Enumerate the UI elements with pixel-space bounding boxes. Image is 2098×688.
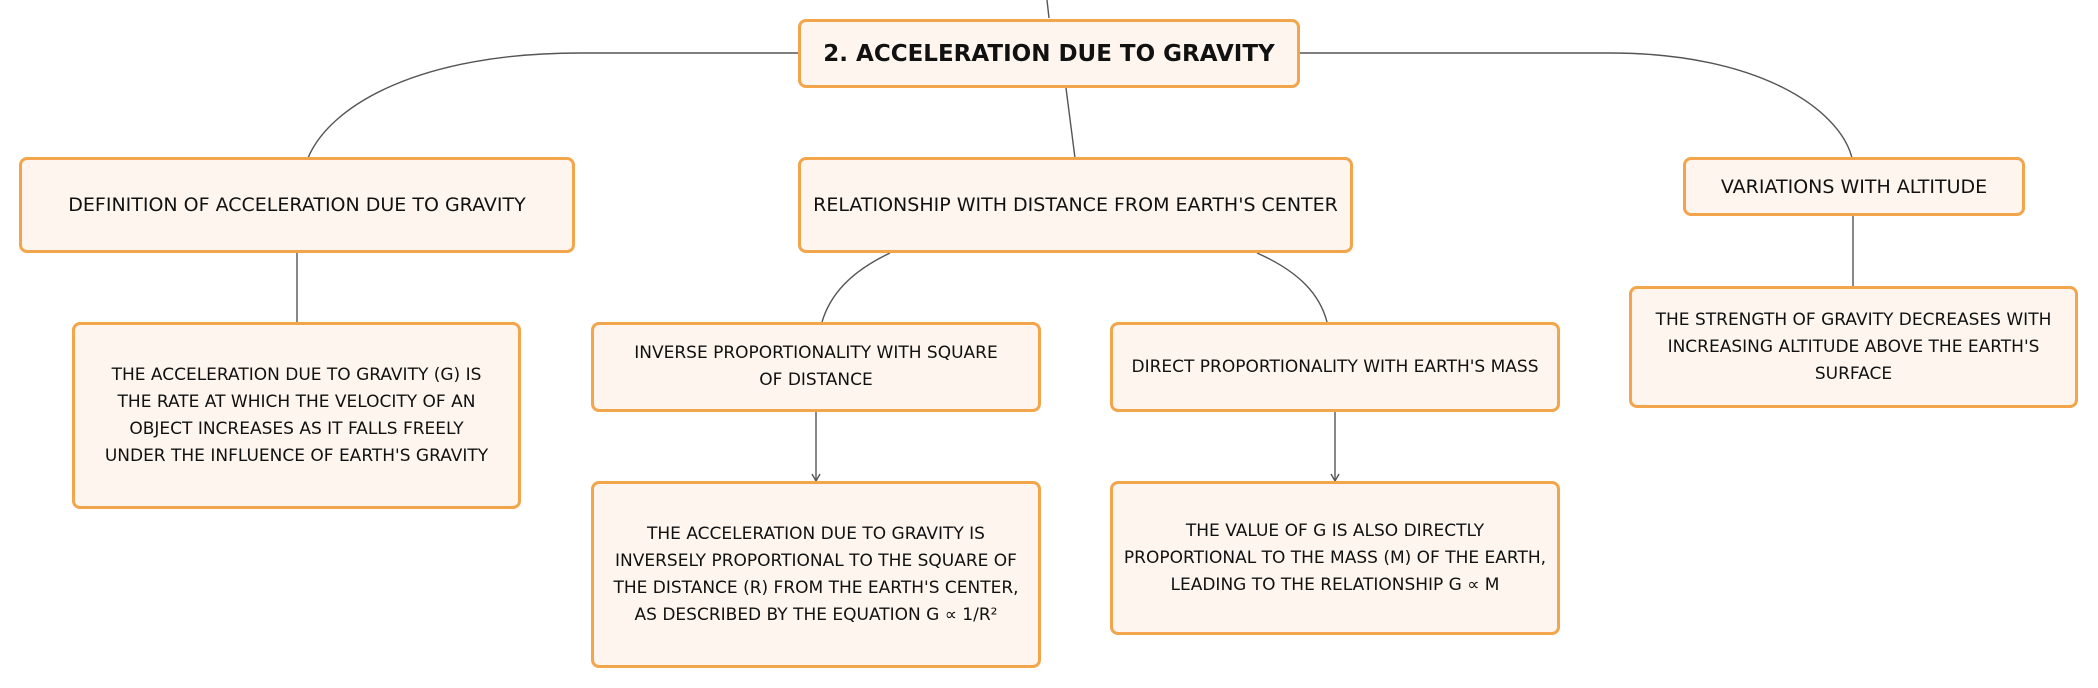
connector-root-incoming bbox=[1046, 0, 1050, 19]
root-node[interactable]: 2. ACCELERATION DUE TO GRAVITY bbox=[798, 19, 1300, 88]
direct-detail-node[interactable]: THE VALUE OF G IS ALSO DIRECTLY PROPORTI… bbox=[1110, 481, 1560, 635]
connector-root-to-relationship bbox=[1065, 87, 1076, 159]
connector-relationship-to-direct bbox=[1256, 252, 1328, 323]
inverse-detail-node[interactable]: THE ACCELERATION DUE TO GRAVITY IS INVER… bbox=[591, 481, 1041, 668]
direct-detail-text: THE VALUE OF G IS ALSO DIRECTLY PROPORTI… bbox=[1123, 520, 1547, 595]
inverse-detail-text: THE ACCELERATION DUE TO GRAVITY IS INVER… bbox=[613, 523, 1019, 625]
direct-node-label: DIRECT PROPORTIONALITY WITH EARTH'S MASS bbox=[1131, 356, 1539, 377]
connector-relationship-to-inverse bbox=[821, 252, 891, 323]
definition-node[interactable]: DEFINITION OF ACCELERATION DUE TO GRAVIT… bbox=[19, 157, 575, 253]
inverse-node-label: INVERSE PROPORTIONALITY WITH SQUARE OF D… bbox=[634, 343, 998, 390]
inverse-node[interactable]: INVERSE PROPORTIONALITY WITH SQUARE OF D… bbox=[591, 322, 1041, 412]
connector-root-to-definition bbox=[307, 52, 798, 159]
relationship-node-label: RELATIONSHIP WITH DISTANCE FROM EARTH'S … bbox=[813, 194, 1338, 216]
definition-node-label: DEFINITION OF ACCELERATION DUE TO GRAVIT… bbox=[68, 194, 526, 216]
altitude-detail-text: THE STRENGTH OF GRAVITY DECREASES WITH I… bbox=[1655, 309, 2052, 384]
definition-detail-node[interactable]: THE ACCELERATION DUE TO GRAVITY (G) IS T… bbox=[72, 322, 521, 509]
altitude-detail-node[interactable]: THE STRENGTH OF GRAVITY DECREASES WITH I… bbox=[1629, 286, 2078, 408]
connector-root-to-altitude bbox=[1300, 52, 1853, 159]
altitude-node[interactable]: VARIATIONS WITH ALTITUDE bbox=[1683, 157, 2025, 216]
altitude-node-label: VARIATIONS WITH ALTITUDE bbox=[1720, 175, 1988, 198]
direct-node[interactable]: DIRECT PROPORTIONALITY WITH EARTH'S MASS bbox=[1110, 322, 1560, 412]
relationship-node[interactable]: RELATIONSHIP WITH DISTANCE FROM EARTH'S … bbox=[798, 157, 1353, 253]
definition-detail-text: THE ACCELERATION DUE TO GRAVITY (G) IS T… bbox=[104, 364, 489, 466]
root-node-label: 2. ACCELERATION DUE TO GRAVITY bbox=[823, 40, 1275, 67]
